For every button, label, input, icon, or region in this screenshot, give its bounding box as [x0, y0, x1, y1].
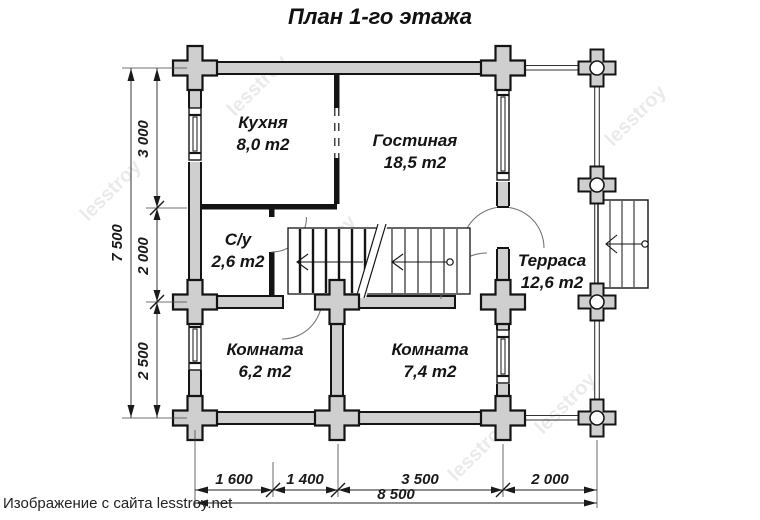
svg-text:Комната: Комната	[391, 340, 468, 359]
svg-text:8,0 m2: 8,0 m2	[237, 135, 290, 154]
svg-text:3 500: 3 500	[401, 471, 439, 488]
staircase	[287, 223, 471, 299]
svg-text:12,6 m2: 12,6 m2	[521, 273, 584, 292]
svg-text:6,2 m2: 6,2 m2	[239, 362, 292, 381]
partition-kitchen	[334, 74, 340, 204]
svg-text:2 500: 2 500	[135, 342, 152, 381]
porch-steps	[597, 199, 649, 289]
source-caption: Изображение с сайта lesstroy.net	[3, 495, 233, 512]
svg-text:2,6 m2: 2,6 m2	[211, 252, 265, 271]
svg-text:3 000: 3 000	[135, 120, 152, 158]
svg-text:lesstroy: lesstroy	[223, 50, 293, 120]
log-joint-crosses	[171, 44, 527, 442]
svg-text:2 000: 2 000	[530, 471, 569, 488]
svg-text:Гостиная: Гостиная	[373, 131, 458, 150]
svg-text:Комната: Комната	[226, 340, 303, 359]
svg-text:lesstroy: lesstroy	[76, 155, 146, 225]
svg-text:2 000: 2 000	[135, 237, 152, 276]
dimension-left: 7 500 3 000 2 000 2 500	[109, 67, 187, 419]
svg-text:С/у: С/у	[225, 230, 253, 249]
room-label-room-left: Комната 6,2 m2	[226, 340, 303, 381]
page-title: План 1-го этажа	[287, 4, 473, 29]
porch-direction-arrow	[605, 234, 649, 254]
window-room-left	[188, 319, 202, 371]
terrace-posts	[577, 48, 617, 438]
svg-text:lesstroy: lesstroy	[601, 80, 671, 150]
room-label-kitchen: Кухня 8,0 m2	[237, 113, 290, 154]
svg-text:1 600: 1 600	[215, 471, 253, 488]
room-label-bathroom: С/у 2,6 m2	[211, 230, 265, 271]
svg-text:18,5 m2: 18,5 m2	[384, 153, 447, 172]
terrace-edge-lines	[509, 64, 600, 421]
svg-text:7,4 m2: 7,4 m2	[404, 362, 457, 381]
dimension-bottom: 1 600 1 400 3 500 2 000 8 500	[194, 430, 598, 508]
svg-text:8 500: 8 500	[377, 486, 415, 503]
window-room-right	[496, 329, 510, 384]
room-label-terrace: Терраса 12,6 m2	[518, 251, 586, 292]
window-kitchen-left	[188, 107, 202, 161]
stair-direction-arrow	[296, 253, 454, 271]
stair-break-line	[355, 223, 388, 299]
window-living-right	[496, 87, 510, 181]
svg-text:Терраса: Терраса	[518, 251, 586, 270]
svg-text:7 500: 7 500	[109, 224, 126, 262]
room-label-living: Гостиная 18,5 m2	[373, 131, 458, 172]
svg-text:Кухня: Кухня	[238, 113, 288, 132]
svg-text:1 400: 1 400	[286, 471, 324, 488]
room-label-room-right: Комната 7,4 m2	[391, 340, 468, 381]
partition-bathroom	[201, 204, 337, 296]
